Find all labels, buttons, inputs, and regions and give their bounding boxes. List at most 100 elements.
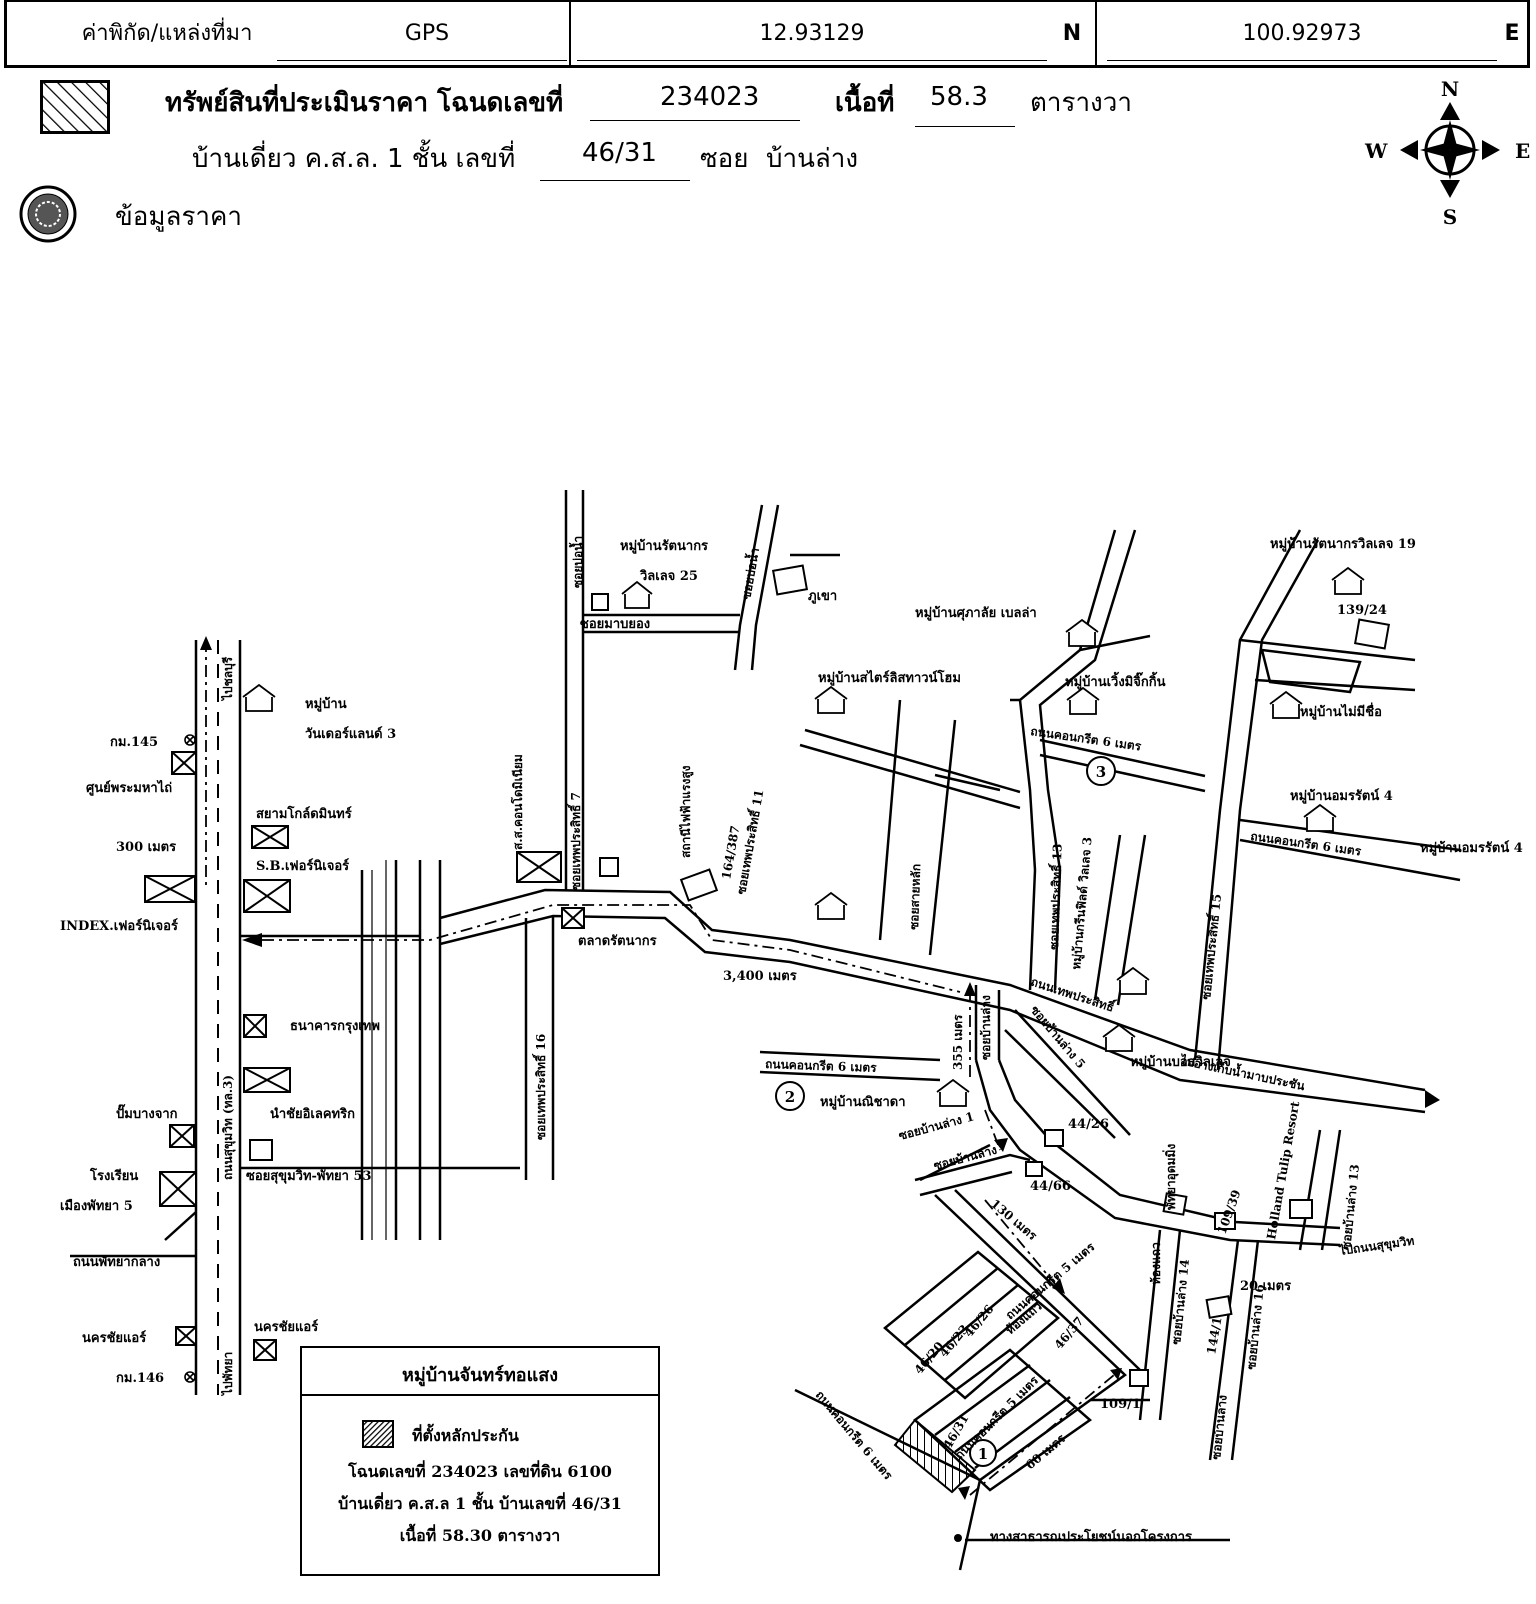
svg-text:ไปพัทยา: ไปพัทยา xyxy=(220,1352,235,1397)
svg-text:46/23: 46/23 xyxy=(937,1322,972,1360)
svg-text:130 เมตร: 130 เมตร xyxy=(988,1197,1040,1244)
svg-text:44/66: 44/66 xyxy=(1030,1179,1071,1194)
svg-text:ซอยบ้านล่าง: ซอยบ้านล่าง xyxy=(1209,1394,1230,1460)
svg-text:ซอยบ้านล่าง: ซอยบ้านล่าง xyxy=(979,995,993,1060)
svg-text:หมู่บ้านอมรรัตน์ 4: หมู่บ้านอมรรัตน์ 4 xyxy=(1420,840,1523,856)
compass-n: N xyxy=(1441,78,1459,101)
coord-label: ค่าพิกัด/แหล่งที่มา xyxy=(81,21,253,46)
collateral-lot xyxy=(893,1418,977,1494)
svg-text:ซอยสายหลัก: ซอยสายหลัก xyxy=(907,864,923,930)
svg-text:วิลเลจ 25: วิลเลจ 25 xyxy=(639,569,698,584)
svg-text:ซอยเทพประสิทธิ์ 13: ซอยเทพประสิทธิ์ 13 xyxy=(1045,843,1065,950)
legend-box: หมู่บ้านจันทร์ทอแสง ที่ตั้งหลักประกัน โฉ… xyxy=(300,1346,660,1576)
svg-text:ซอยบ้านล่าง 1: ซอยบ้านล่าง 1 xyxy=(897,1109,975,1143)
compass-rose-icon: N S W E xyxy=(1364,78,1530,228)
coord-source: GPS xyxy=(404,21,450,46)
svg-text:หมู่บ้าน: หมู่บ้าน xyxy=(305,696,347,712)
lon-direction: E xyxy=(1504,21,1520,46)
svg-text:300 เมตร: 300 เมตร xyxy=(116,840,176,855)
svg-text:144/1: 144/1 xyxy=(1204,1316,1224,1356)
svg-text:46/20: 46/20 xyxy=(912,1339,947,1377)
house-number: 46/31 xyxy=(582,138,657,168)
area-unit: ตารางวา xyxy=(1030,88,1132,118)
label-ratanakorn-25: หมู่บ้านรัตนากร xyxy=(620,538,708,554)
svg-text:ส.ส.คอนโดมิเนียม: ส.ส.คอนโดมิเนียม xyxy=(510,754,525,850)
svg-text:ซอยเทพประสิทธิ์ 16: ซอยเทพประสิทธิ์ 16 xyxy=(532,1034,548,1140)
area-label: เนื้อที่ xyxy=(835,88,895,118)
svg-text:3,400 เมตร: 3,400 เมตร xyxy=(723,969,797,984)
svg-text:ตลาดรัตนากร: ตลาดรัตนากร xyxy=(578,934,657,949)
svg-text:2: 2 xyxy=(785,1088,795,1106)
svg-text:3: 3 xyxy=(1096,763,1106,781)
svg-text:ซอยเทพประสิทธิ์ 7: ซอยเทพประสิทธิ์ 7 xyxy=(567,792,583,890)
soi-name: บ้านล่าง xyxy=(766,144,859,174)
svg-text:ปั๊มบางจาก: ปั๊มบางจาก xyxy=(116,1104,178,1122)
svg-text:ไปอ่างเก็บน้ำมาบประชัน: ไปอ่างเก็บน้ำมาบประชัน xyxy=(1177,1050,1307,1094)
marker-2 xyxy=(775,1081,805,1111)
svg-text:109/1: 109/1 xyxy=(1100,1397,1141,1412)
svg-text:หมู่บ้านเวิ้งมิจิ๊กกิ้น: หมู่บ้านเวิ้งมิจิ๊กกิ้น xyxy=(1065,671,1166,690)
svg-text:หมู่บ้านกรีนฟิลด์ วิลเลจ 3: หมู่บ้านกรีนฟิลด์ วิลเลจ 3 xyxy=(1069,836,1096,970)
price-info-icon xyxy=(19,185,77,243)
svg-text:ถนนพัทยากลาง: ถนนพัทยากลาง xyxy=(73,1255,160,1270)
svg-text:สถานีไฟฟ้าแรงสูง: สถานีไฟฟ้าแรงสูง xyxy=(678,765,694,858)
svg-text:นครชัยแอร์: นครชัยแอร์ xyxy=(254,1319,318,1335)
svg-text:กม.146: กม.146 xyxy=(116,1371,164,1386)
deed-number: 234023 xyxy=(660,82,760,112)
lat-direction: N xyxy=(1062,21,1082,46)
svg-text:ภูเขา: ภูเขา xyxy=(808,589,837,604)
svg-text:INDEX.เฟอร์นิเจอร์: INDEX.เฟอร์นิเจอร์ xyxy=(60,918,178,934)
marker-1 xyxy=(969,1439,997,1467)
svg-text:โรงเรียน: โรงเรียน xyxy=(89,1167,138,1184)
svg-text:ซอยบ่อน้ำ: ซอยบ่อน้ำ xyxy=(736,546,762,600)
compass-s: S xyxy=(1443,205,1457,228)
svg-text:ซอยเทพประสิทธิ์ 15: ซอยเทพประสิทธิ์ 15 xyxy=(1197,893,1224,1000)
svg-text:ซอยบ้านล่าง 13: ซอยบ้านล่าง 13 xyxy=(1339,1164,1362,1251)
latitude: 12.93129 xyxy=(759,21,865,46)
svg-text:ศูนย์พระมหาไถ่: ศูนย์พระมหาไถ่ xyxy=(86,779,172,796)
property-line2-label: บ้านเดี่ยว ค.ส.ล. 1 ชั้น เลขที่ xyxy=(192,144,516,174)
svg-text:หมู่บ้านไม่มีชื่อ: หมู่บ้านไม่มีชื่อ xyxy=(1300,702,1382,720)
shop-icon-1 xyxy=(171,751,197,775)
svg-text:กม.145: กม.145 xyxy=(110,735,158,750)
legend-line3: เนื้อที่ 58.30 ตารางวา xyxy=(399,1526,561,1545)
svg-text:ธนาคารกรุงเทพ: ธนาคารกรุงเทพ xyxy=(290,1019,380,1034)
svg-text:หมู่บ้านณิชาดา: หมู่บ้านณิชาดา xyxy=(820,1094,906,1110)
location-map: 1 2 3 หมู่บ้านรัตนากร วิลเลจ 25 ซอยมาบยอ… xyxy=(60,490,1523,1571)
svg-text:60 เมตร: 60 เมตร xyxy=(1023,1431,1069,1472)
legend-item: ที่ตั้งหลักประกัน xyxy=(412,1426,519,1445)
svg-text:ห้องแถว: ห้องแถว xyxy=(1149,1242,1163,1285)
legend-line1: โฉนดเลขที่ 234023 เลขที่ดิน 6100 xyxy=(348,1462,612,1481)
property-line1-label: ทรัพย์สินที่ประเมินราคา โฉนดเลขที่ xyxy=(165,88,564,118)
svg-text:สยามโกล์ดมินทร์: สยามโกล์ดมินทร์ xyxy=(256,805,352,822)
svg-text:139/24: 139/24 xyxy=(1337,603,1387,618)
svg-text:หมู่บ้านศุภาลัย เบลล่า: หมู่บ้านศุภาลัย เบลล่า xyxy=(915,605,1037,621)
svg-text:ถนนคอนกรีต 6 เมตร: ถนนคอนกรีต 6 เมตร xyxy=(765,1057,878,1075)
svg-text:1: 1 xyxy=(978,1445,988,1463)
svg-text:นำชัยอิเลคทริก: นำชัยอิเลคทริก xyxy=(270,1106,355,1122)
svg-text:นครชัยแอร์: นครชัยแอร์ xyxy=(82,1330,146,1346)
legend-title: หมู่บ้านจันทร์ทอแสง xyxy=(401,1365,558,1386)
svg-text:วันเดอร์แลนด์ 3: วันเดอร์แลนด์ 3 xyxy=(305,726,396,742)
svg-text:S.B.เฟอร์นิเจอร์: S.B.เฟอร์นิเจอร์ xyxy=(256,858,349,874)
svg-text:พัทยาอุดมมิ่ง: พัทยาอุดมมิ่ง xyxy=(1162,1144,1179,1210)
legend-line2: บ้านเดี่ยว ค.ส.ล 1 ชั้น บ้านเลขที่ 46/31 xyxy=(338,1494,622,1513)
svg-text:20 เมตร: 20 เมตร xyxy=(1240,1279,1291,1294)
hatched-area-icon xyxy=(40,80,110,134)
compass-e: E xyxy=(1515,139,1530,163)
svg-text:หมู่บ้านรัตนากรวิลเลจ 19: หมู่บ้านรัตนากรวิลเลจ 19 xyxy=(1270,536,1416,552)
svg-text:ซอยมาบยอง: ซอยมาบยอง xyxy=(580,617,650,632)
svg-text:ซอยสุขุมวิท-พัทยา 53: ซอยสุขุมวิท-พัทยา 53 xyxy=(246,1169,372,1184)
longitude: 100.92973 xyxy=(1242,21,1362,46)
svg-text:ถนนคอนกรีต 6 เมตร: ถนนคอนกรีต 6 เมตร xyxy=(813,1388,896,1483)
svg-text:44/26: 44/26 xyxy=(1068,1117,1109,1132)
svg-text:ถนนสุขุมวิท (ทล.3): ถนนสุขุมวิท (ทล.3) xyxy=(221,1075,236,1180)
collateral-location-icon xyxy=(362,1420,394,1448)
svg-text:หมู่บ้านอมรรัตน์ 4: หมู่บ้านอมรรัตน์ 4 xyxy=(1290,788,1393,804)
svg-text:หมู่บ้านบอสวิลเลจ: หมู่บ้านบอสวิลเลจ xyxy=(1130,1054,1231,1070)
price-info-label: ข้อมูลราคา xyxy=(115,202,243,232)
svg-text:355 เมตร: 355 เมตร xyxy=(951,1014,965,1070)
svg-text:Holland Tulip Resort: Holland Tulip Resort xyxy=(1264,1100,1302,1241)
soi-label: ซอย xyxy=(700,144,749,174)
area-value: 58.3 xyxy=(930,82,988,112)
